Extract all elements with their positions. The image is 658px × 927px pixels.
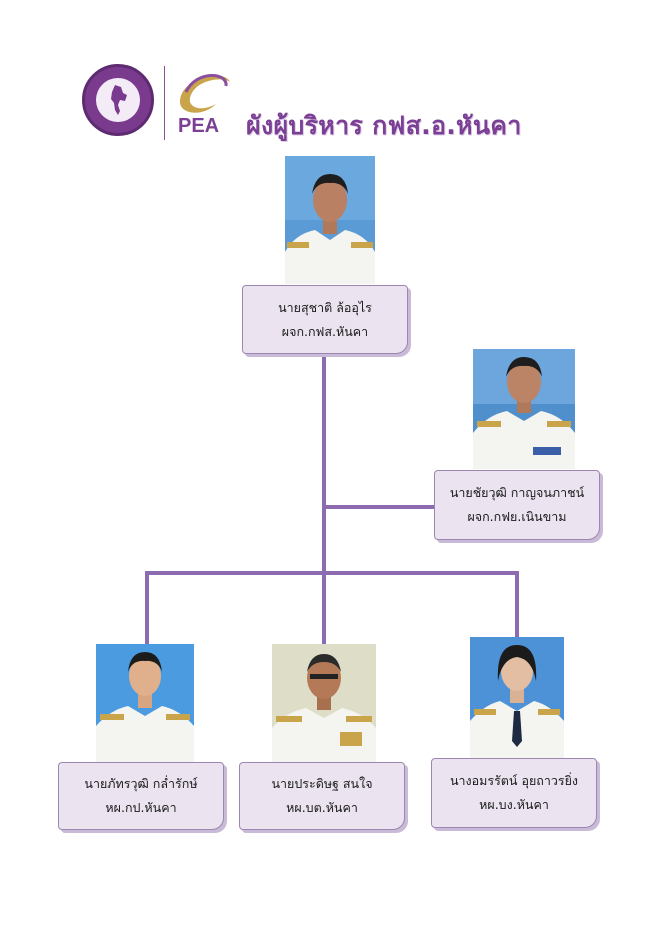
- pea-logo-text: PEA: [178, 115, 219, 137]
- pea-logo: PEA: [172, 62, 236, 142]
- subordinate-photo-1: [96, 644, 194, 762]
- manager-photo: [285, 156, 375, 284]
- connector-assistant-branch: [322, 505, 434, 509]
- connector-horizontal-bar: [145, 571, 519, 575]
- header-divider: [164, 66, 165, 140]
- subordinate-name-box-2: นายประดิษฐ สนใจ หผ.บต.หันคา: [239, 762, 405, 830]
- manager-name: นายสุชาติ ล้ออุไร: [278, 299, 372, 315]
- subordinate-name-3: นางอมรรัตน์ อุยถาวรยิ่ง: [449, 773, 579, 788]
- assistant-name-box: นายชัยวุฒิ กาญจนภาชน์ ผจก.กฟย.เนินขาม: [434, 470, 600, 540]
- subordinate-photo-2: [272, 644, 376, 762]
- assistant-position: ผจก.กฟย.เนินขาม: [467, 509, 567, 524]
- page-title: ผังผู้บริหาร กฟส.อ.หันคา: [246, 111, 522, 140]
- subordinate-name-box-1: นายภัทรวุฒิ กล่ำรักษ์ หผ.กป.หันคา: [58, 762, 224, 830]
- subordinate-position-3: หผ.บง.หันคา: [479, 797, 549, 812]
- connector-main-vertical: [322, 354, 326, 644]
- manager-position: ผจก.กฟส.หันคา: [281, 323, 369, 339]
- subordinate-photo-3: [470, 637, 564, 758]
- subordinate-name-2: นายประดิษฐ สนใจ: [271, 776, 373, 791]
- assistant-name: นายชัยวุฒิ กาญจนภาชน์: [449, 485, 585, 500]
- assistant-photo: [473, 349, 575, 469]
- thailand-map-icon: [96, 78, 140, 122]
- connector-right-drop: [515, 571, 519, 637]
- connector-left-drop: [145, 571, 149, 644]
- subordinate-name-1: นายภัทรวุฒิ กล่ำรักษ์: [84, 776, 198, 791]
- subordinate-position-2: หผ.บต.หันคา: [286, 800, 358, 815]
- pea-seal-logo: [82, 64, 154, 136]
- subordinate-name-box-3: นางอมรรัตน์ อุยถาวรยิ่ง หผ.บง.หันคา: [431, 758, 597, 828]
- manager-name-box: นายสุชาติ ล้ออุไร ผจก.กฟส.หันคา: [242, 285, 408, 354]
- subordinate-position-1: หผ.กป.หันคา: [105, 800, 177, 815]
